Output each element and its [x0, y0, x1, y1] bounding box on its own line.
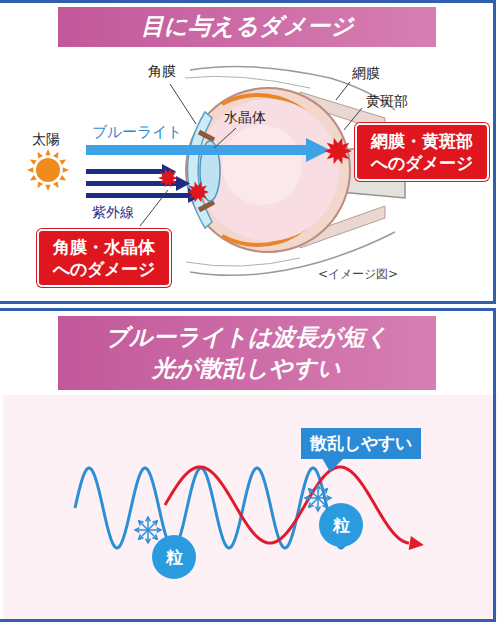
tag-pointer: [322, 458, 344, 472]
panel-frame: ブルーライトは波長が短く 光が散乱しやすい散乱しやすい粒粒: [0, 308, 496, 622]
damage-callout: 角膜・水晶体 へのダメージ: [37, 229, 171, 287]
panel-ground: [3, 395, 497, 619]
node-text: 粒: [166, 546, 183, 569]
uv-arrows: [86, 164, 202, 203]
part-label: 紫外線: [92, 205, 134, 220]
leader-line: [140, 82, 362, 226]
node-text: 角膜・水晶体 へのダメージ: [48, 236, 160, 280]
part-label: 水晶体: [224, 110, 266, 125]
damage-callout: 網膜・黄斑部 へのダメージ: [355, 123, 489, 181]
part-label: <イメージ図>: [318, 268, 398, 281]
part-label: 黄斑部: [366, 94, 408, 109]
arrowhead: [409, 536, 424, 550]
part-label: ブルーライト: [92, 124, 182, 141]
panel-frame: 目に与えるダメージ網膜・黄斑部 へのダメージ角膜・水晶体 へのダメージ: [0, 0, 496, 304]
blue-light-arrow: [86, 138, 330, 162]
scatter-icon: [135, 485, 331, 543]
node-text: 粒: [333, 514, 350, 537]
heading-band: 目に与えるダメージ: [58, 7, 436, 47]
node-text: 網膜・黄斑部 へのダメージ: [366, 130, 478, 174]
sun-icon: [27, 149, 69, 191]
particle-circle: 粒: [319, 503, 363, 547]
part-label: 太陽: [32, 132, 60, 147]
node-text: 散乱しやすい: [310, 433, 412, 453]
part-label: 角膜: [148, 64, 176, 79]
long-wave: [165, 467, 409, 543]
damage-burst: [158, 138, 352, 203]
short-wave: [75, 468, 351, 548]
heading-text: ブルーライトは波長が短く 光が散乱しやすい: [102, 322, 392, 384]
label-tag: 散乱しやすい: [301, 428, 421, 459]
heading-text: 目に与えるダメージ: [141, 11, 354, 42]
particle-circle: 粒: [152, 535, 196, 579]
part-label: 網膜: [352, 66, 380, 81]
heading-band: ブルーライトは波長が短く 光が散乱しやすい: [58, 316, 436, 390]
